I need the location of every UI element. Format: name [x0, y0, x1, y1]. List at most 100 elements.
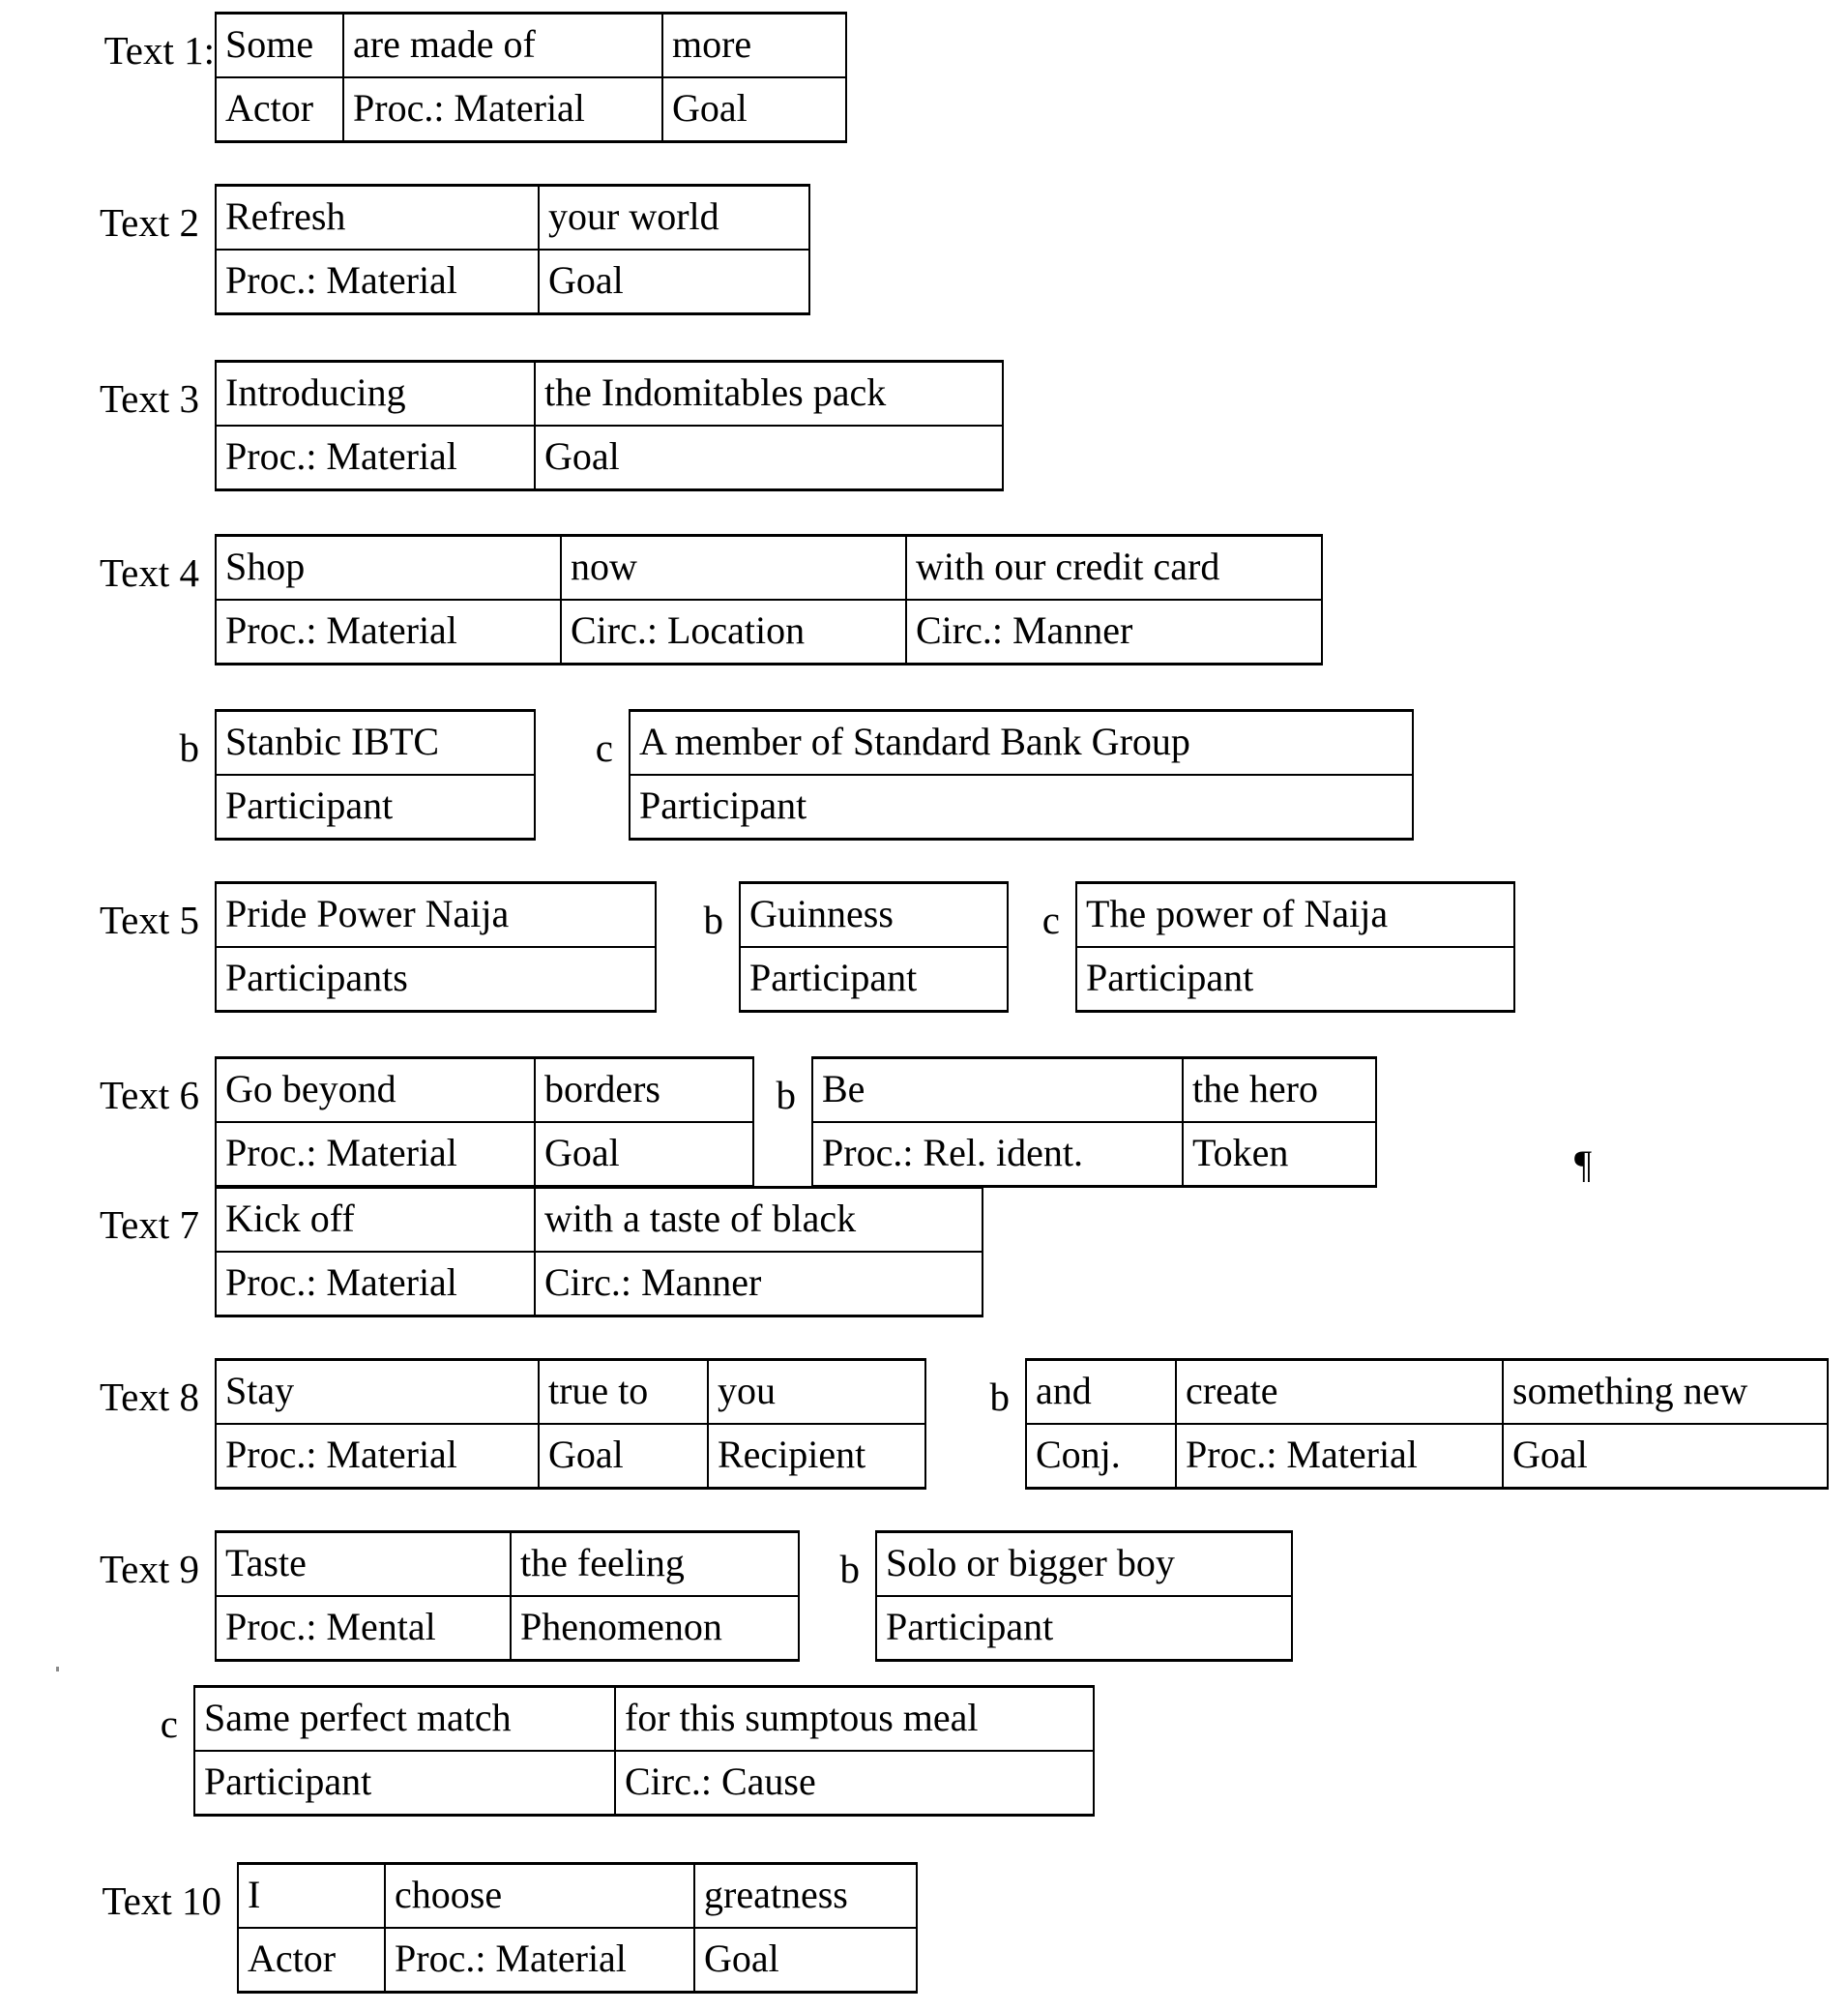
cell-text: Stanbic IBTC: [215, 709, 536, 776]
analysis-table-text2-a: Refresh your world Proc.: Material Goal: [215, 184, 810, 315]
cell-text: now: [560, 534, 907, 601]
cell-label: Goal: [538, 1423, 709, 1490]
analysis-table-text5-b: Guinness Participant: [739, 881, 1009, 1013]
cell-label: Proc.: Material: [215, 1423, 540, 1490]
analysis-group-text9b: b Solo or bigger boy Participant: [827, 1530, 1293, 1662]
row-label-text9: Text 9: [99, 1547, 199, 1591]
table-row-text: and create something new: [1025, 1358, 1829, 1425]
analysis-group-text9: Text 9 Taste the feeling Proc.: Mental P…: [75, 1530, 800, 1662]
cell-text: Shop: [215, 534, 562, 601]
row-label-text9c: c: [160, 1701, 178, 1746]
cell-text: true to: [538, 1358, 709, 1425]
cell-text: Refresh: [215, 184, 540, 251]
cell-label: Circ.: Manner: [905, 599, 1323, 665]
scan-speck: [56, 1667, 59, 1671]
cell-text: borders: [534, 1056, 754, 1123]
cell-label: Participant: [1075, 946, 1515, 1013]
cell-label: Goal: [538, 249, 810, 315]
cell-label: Conj.: [1025, 1423, 1177, 1490]
analysis-group-text4c: c A member of Standard Bank Group Partic…: [542, 709, 1414, 841]
cell-text: the feeling: [510, 1530, 800, 1597]
cell-label: Participant: [193, 1750, 616, 1817]
cell-label: Proc.: Material: [384, 1927, 695, 1994]
cell-text: the Indomitables pack: [534, 360, 1004, 427]
table-row-label: Participant Circ.: Cause: [193, 1750, 1095, 1817]
cell-text: Introducing: [215, 360, 536, 427]
analysis-table-text5-c: The power of Naija Participant: [1075, 881, 1515, 1013]
cell-text: for this sumptous meal: [614, 1685, 1095, 1752]
analysis-table-text9-a: Taste the feeling Proc.: Mental Phenomen…: [215, 1530, 800, 1662]
cell-label: Proc.: Material: [215, 249, 540, 315]
cell-label: Actor: [237, 1927, 386, 1994]
analysis-group-text6: Text 6 Go beyond borders Proc.: Material…: [75, 1056, 754, 1188]
cell-text: Stay: [215, 1358, 540, 1425]
row-label-text3: Text 3: [99, 376, 199, 421]
cell-label: Proc.: Material: [215, 1251, 536, 1317]
table-row-label: Participants: [215, 946, 657, 1013]
row-label-text8: Text 8: [99, 1375, 199, 1419]
row-label-text4c: c: [595, 725, 613, 770]
cell-label: Proc.: Material: [215, 425, 536, 491]
analysis-group-text1: Text 1: Some are made of more Actor Proc…: [75, 12, 847, 143]
cell-text: Kick off: [215, 1186, 536, 1253]
row-label-text10: Text 10: [102, 1878, 221, 1923]
table-row-text: Kick off with a taste of black: [215, 1186, 983, 1253]
analysis-table-text4-b: Stanbic IBTC Participant: [215, 709, 536, 841]
cell-text: with a taste of black: [534, 1186, 983, 1253]
analysis-group-text5c: c The power of Naija Participant: [1037, 881, 1515, 1013]
cell-text: Go beyond: [215, 1056, 536, 1123]
cell-label: Proc.: Mental: [215, 1595, 512, 1662]
table-row-label: Participant: [739, 946, 1009, 1013]
table-row-label: Participant: [875, 1595, 1293, 1662]
cell-text: your world: [538, 184, 810, 251]
table-row-text: Stanbic IBTC: [215, 709, 536, 776]
table-row-label: Actor Proc.: Material Goal: [237, 1927, 918, 1994]
cell-text: The power of Naija: [1075, 881, 1515, 948]
table-row-text: A member of Standard Bank Group: [629, 709, 1414, 776]
row-label-text6b: b: [776, 1073, 797, 1117]
cell-text: something new: [1502, 1358, 1829, 1425]
cell-label: Proc.: Material: [342, 76, 663, 143]
cell-label: Token: [1182, 1121, 1377, 1188]
table-row-label: Participant: [1075, 946, 1515, 1013]
cell-label: Circ.: Cause: [614, 1750, 1095, 1817]
cell-label: Circ.: Manner: [534, 1251, 983, 1317]
cell-text: Be: [811, 1056, 1184, 1123]
cell-label: Actor: [215, 76, 344, 143]
cell-text: Same perfect match: [193, 1685, 616, 1752]
analysis-group-text7: Text 7 Kick off with a taste of black Pr…: [75, 1186, 983, 1317]
analysis-group-text6b: b Be the hero Proc.: Rel. ident. Token: [749, 1056, 1377, 1188]
table-row-text: Same perfect match for this sumptous mea…: [193, 1685, 1095, 1752]
analysis-group-text4: Text 4 Shop now with our credit card Pro…: [75, 534, 1323, 665]
analysis-table-text1-a: Some are made of more Actor Proc.: Mater…: [215, 12, 847, 143]
analysis-table-text10-a: I choose greatness Actor Proc.: Material…: [237, 1862, 918, 1994]
row-label-text4b: b: [179, 725, 200, 770]
cell-text: are made of: [342, 12, 663, 78]
row-label-text2: Text 2: [99, 200, 199, 245]
analysis-group-text10: Text 10 I choose greatness Actor Proc.: …: [75, 1862, 918, 1994]
cell-label: Goal: [534, 1121, 754, 1188]
row-label-text9b: b: [839, 1547, 861, 1591]
analysis-table-text5-a: Pride Power Naija Participants: [215, 881, 657, 1013]
cell-label: Phenomenon: [510, 1595, 800, 1662]
table-row-text: The power of Naija: [1075, 881, 1515, 948]
analysis-table-text4-c: A member of Standard Bank Group Particip…: [629, 709, 1414, 841]
table-row-text: Some are made of more: [215, 12, 847, 78]
cell-text: Guinness: [739, 881, 1009, 948]
cell-text: create: [1175, 1358, 1504, 1425]
analysis-table-text8-b: and create something new Conj. Proc.: Ma…: [1025, 1358, 1829, 1490]
cell-text: more: [661, 12, 847, 78]
cell-text: Pride Power Naija: [215, 881, 657, 948]
table-row-label: Proc.: Material Circ.: Manner: [215, 1251, 983, 1317]
cell-label: Proc.: Material: [215, 599, 562, 665]
analysis-group-text5: Text 5 Pride Power Naija Participants: [75, 881, 657, 1013]
table-row-label: Proc.: Rel. ident. Token: [811, 1121, 1377, 1188]
table-row-label: Conj. Proc.: Material Goal: [1025, 1423, 1829, 1490]
cell-text: Some: [215, 12, 344, 78]
cell-text: greatness: [693, 1862, 918, 1929]
table-row-text: Be the hero: [811, 1056, 1377, 1123]
table-row-label: Proc.: Material Goal: [215, 249, 810, 315]
cell-text: A member of Standard Bank Group: [629, 709, 1414, 776]
analysis-group-text8: Text 8 Stay true to you Proc.: Material …: [75, 1358, 926, 1490]
row-label-text5b: b: [703, 898, 724, 942]
